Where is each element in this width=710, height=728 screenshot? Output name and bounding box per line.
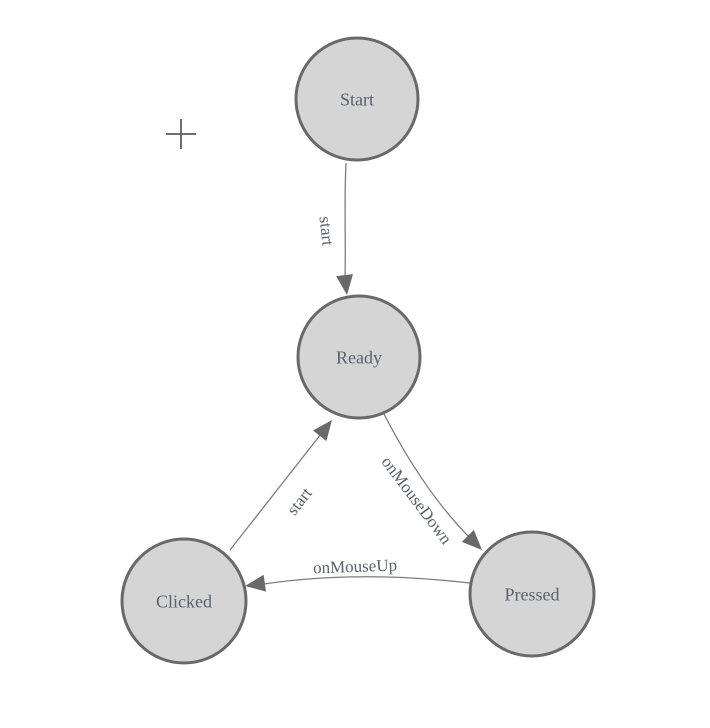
cursor-layer bbox=[166, 119, 196, 149]
state-node-start[interactable]: Start bbox=[294, 36, 420, 162]
arrowhead-icon[interactable] bbox=[461, 529, 482, 550]
state-label: Ready bbox=[336, 347, 382, 367]
transition-path[interactable] bbox=[383, 413, 472, 540]
crosshair-cursor-icon bbox=[166, 119, 196, 149]
arrowhead-icon[interactable] bbox=[312, 420, 332, 441]
state-node-clicked[interactable]: Clicked bbox=[120, 537, 248, 665]
transition-label[interactable]: onMouseUp bbox=[313, 555, 398, 577]
transition-clicked-to-ready[interactable]: start bbox=[229, 420, 332, 551]
transition-pressed-to-clicked[interactable]: onMouseUp bbox=[245, 555, 471, 592]
transition-path[interactable] bbox=[229, 433, 322, 551]
transition-start-to-ready[interactable]: start bbox=[316, 162, 353, 295]
transition-label[interactable]: start bbox=[316, 215, 338, 246]
transition-path[interactable] bbox=[263, 576, 471, 585]
state-label: Clicked bbox=[156, 591, 212, 611]
arrowhead-icon[interactable] bbox=[336, 274, 353, 295]
state-node-ready[interactable]: Ready bbox=[296, 294, 422, 420]
arrowhead-icon[interactable] bbox=[245, 574, 266, 592]
transition-label[interactable]: start bbox=[283, 484, 316, 519]
state-label: Pressed bbox=[505, 584, 560, 604]
state-circle[interactable] bbox=[120, 537, 248, 665]
state-circle[interactable] bbox=[296, 294, 422, 420]
state-circle[interactable] bbox=[468, 530, 596, 658]
state-circle[interactable] bbox=[294, 36, 420, 162]
state-label: Start bbox=[340, 89, 374, 109]
transition-ready-to-pressed[interactable]: onMouseDown bbox=[378, 413, 482, 550]
state-node-pressed[interactable]: Pressed bbox=[468, 530, 596, 658]
transition-label[interactable]: onMouseDown bbox=[378, 453, 457, 549]
transition-path[interactable] bbox=[344, 162, 347, 279]
